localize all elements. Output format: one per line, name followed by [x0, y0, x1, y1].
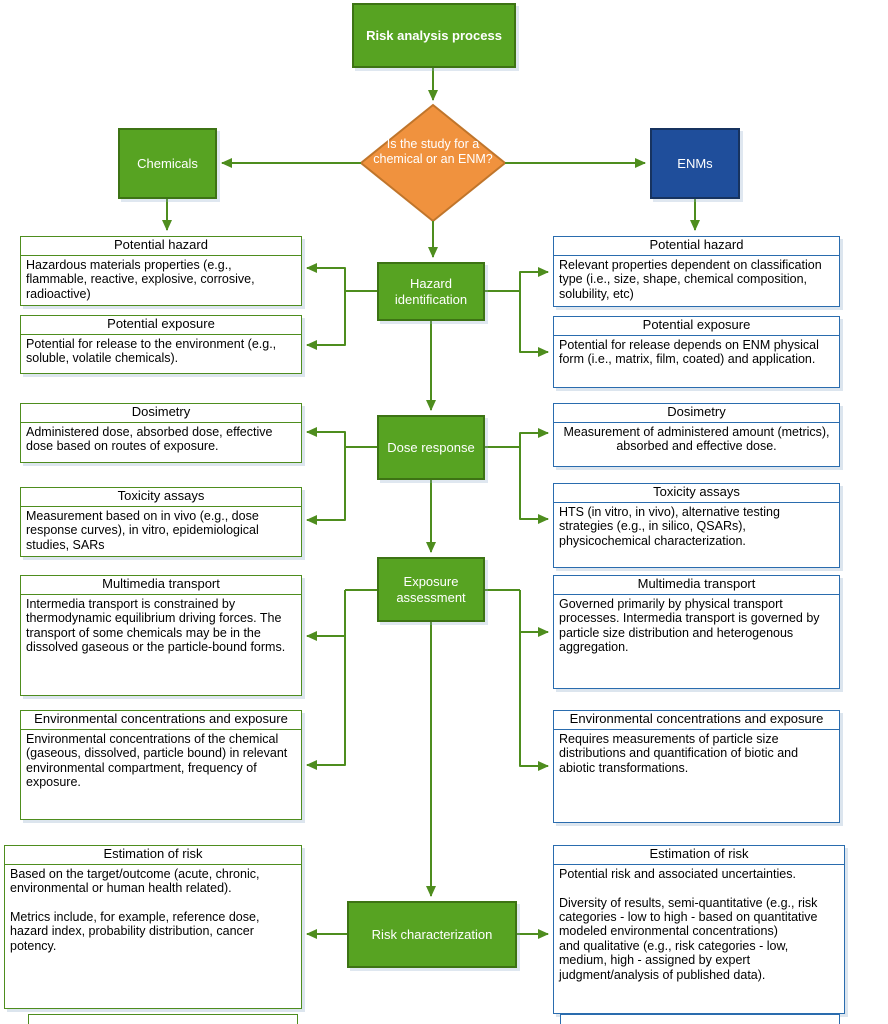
node-enms: ENMs [650, 128, 740, 199]
enm-toxicity-assays-box: Toxicity assays HTS (in vitro, in vivo),… [553, 483, 840, 568]
decision-label: Is the study for a chemical or an ENM? [373, 137, 493, 166]
info-box-title: Potential exposure [21, 316, 301, 335]
cutoff-box-enms [560, 1014, 840, 1024]
info-box-body: Hazardous materials properties (e.g., fl… [26, 257, 255, 301]
info-box-body: Measurement of administered amount (metr… [563, 424, 830, 454]
enm-multimedia-transport-box: Multimedia transport Governed primarily … [553, 575, 840, 689]
chem-dosimetry-box: Dosimetry Administered dose, absorbed do… [20, 403, 302, 463]
chem-multimedia-transport-box: Multimedia transport Intermedia transpor… [20, 575, 302, 696]
info-box-title: Estimation of risk [554, 846, 844, 865]
node-label: Risk analysis process [366, 27, 502, 43]
info-box-body: Based on the target/outcome (acute, chro… [10, 866, 260, 953]
info-box-title: Estimation of risk [5, 846, 301, 865]
chem-potential-hazard-box: Potential hazard Hazardous materials pro… [20, 236, 302, 307]
info-box-title: Multimedia transport [21, 576, 301, 595]
info-box-body: Governed primarily by physical transport… [559, 596, 820, 655]
enm-dosimetry-box: Dosimetry Measurement of administered am… [553, 403, 840, 467]
cutoff-box-chemicals [28, 1014, 298, 1024]
info-box-title: Dosimetry [21, 404, 301, 423]
node-label: Exposure assessment [396, 574, 466, 605]
info-box-title: Multimedia transport [554, 576, 839, 595]
info-box-title: Environmental concentrations and exposur… [554, 711, 839, 730]
info-box-body: Administered dose, absorbed dose, effect… [26, 424, 273, 454]
info-box-title: Toxicity assays [554, 484, 839, 503]
info-box-body: Intermedia transport is constrained by t… [26, 596, 286, 655]
info-box-body: Requires measurements of particle size d… [559, 731, 799, 775]
node-risk-characterization: Risk characterization [347, 901, 517, 968]
node-label: Risk characterization [371, 926, 493, 942]
info-box-title: Toxicity assays [21, 488, 301, 507]
node-label: ENMs [677, 155, 713, 171]
enm-environmental-concentrations-box: Environmental concentrations and exposur… [553, 710, 840, 823]
info-box-title: Potential exposure [554, 317, 839, 336]
node-risk-analysis-process: Risk analysis process [352, 3, 516, 68]
info-box-body: Potential for release depends on ENM phy… [559, 337, 819, 367]
node-exposure-assessment: Exposure assessment [377, 557, 485, 622]
enm-estimation-of-risk-box: Estimation of risk Potential risk and as… [553, 845, 845, 1014]
info-box-body: Environmental concentrations of the chem… [26, 731, 288, 790]
info-box-title: Environmental concentrations and exposur… [21, 711, 301, 730]
node-label: Dose response [387, 439, 475, 455]
node-label: Chemicals [137, 155, 198, 171]
node-chemicals: Chemicals [118, 128, 217, 199]
enm-potential-hazard-box: Potential hazard Relevant properties dep… [553, 236, 840, 307]
chem-estimation-of-risk-box: Estimation of risk Based on the target/o… [4, 845, 302, 1009]
chem-potential-exposure-box: Potential exposure Potential for release… [20, 315, 302, 374]
enm-potential-exposure-box: Potential exposure Potential for release… [553, 316, 840, 388]
node-hazard-identification: Hazard identification [377, 262, 485, 321]
info-box-body: Potential risk and associated uncertaint… [559, 866, 818, 982]
chem-environmental-concentrations-box: Environmental concentrations and exposur… [20, 710, 302, 820]
chem-toxicity-assays-box: Toxicity assays Measurement based on in … [20, 487, 302, 558]
info-box-title: Potential hazard [554, 237, 839, 256]
info-box-body: Relevant properties dependent on classif… [559, 257, 822, 301]
node-dose-response: Dose response [377, 415, 485, 480]
info-box-body: Potential for release to the environment… [26, 336, 277, 366]
info-box-body: HTS (in vitro, in vivo), alternative tes… [559, 504, 780, 548]
info-box-title: Potential hazard [21, 237, 301, 256]
node-label: Hazard identification [394, 276, 468, 307]
info-box-title: Dosimetry [554, 404, 839, 423]
info-box-body: Measurement based on in vivo (e.g., dose… [26, 508, 259, 552]
